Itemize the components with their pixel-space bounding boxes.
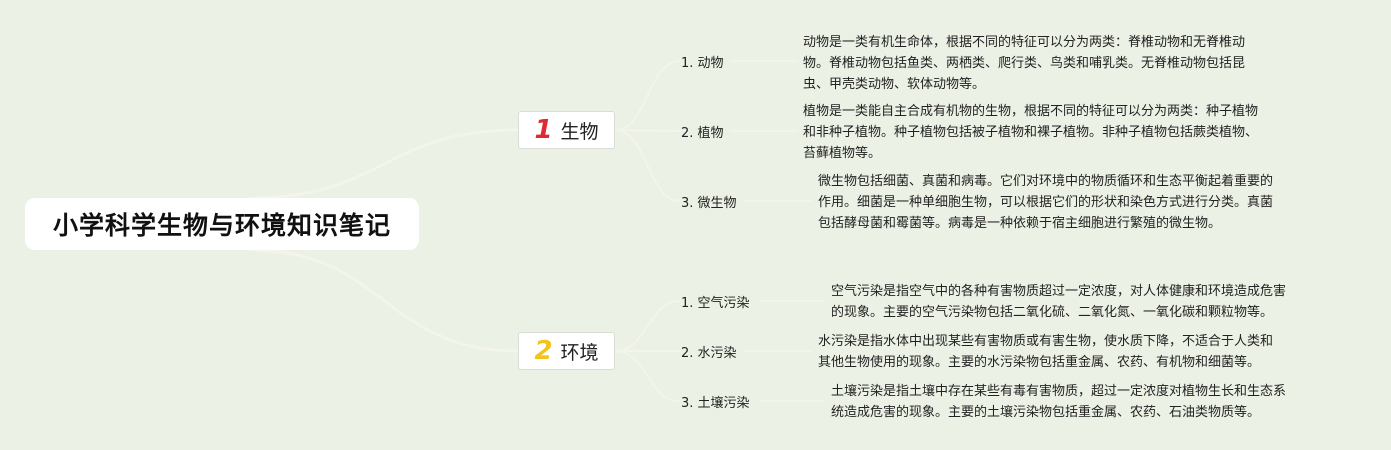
subtopic-air-pollution[interactable]: 1. 空气污染 bbox=[681, 296, 750, 311]
connector-branch-item bbox=[614, 129, 681, 202]
subtopic-soil-pollution[interactable]: 3. 土壤污染 bbox=[681, 396, 750, 411]
note-line: 包括酵母菌和霉菌等。病毒是一种依赖于宿主细胞进行繁殖的微生物。 bbox=[818, 216, 1222, 231]
note-line: 空气污染是指空气中的各种有害物质超过一定浓度，对人体健康和环境造成危害 bbox=[831, 284, 1287, 299]
connector-branch-item bbox=[614, 300, 681, 352]
branch-number: 2 bbox=[534, 336, 553, 366]
note-line: 物。脊椎动物包括鱼类、两栖类、爬行类、鸟类和哺乳类。无脊椎动物包括昆 bbox=[803, 56, 1246, 71]
branch-label: 环境 bbox=[560, 341, 599, 364]
note-line: 的现象。主要的空气污染物包括二氧化硫、二氧化氮、一氧化碳和颗粒物等。 bbox=[831, 305, 1274, 320]
branch-number: 1 bbox=[534, 115, 553, 145]
subtopic-animal[interactable]: 1. 动物 bbox=[681, 56, 724, 71]
branch-label: 生物 bbox=[560, 120, 599, 143]
note-line: 植物是一类能自主合成有机物的生物，根据不同的特征可以分为两类：种子植物 bbox=[803, 104, 1259, 119]
note-water-pollution: 水污染是指水体中出现某些有害物质或有害生物，使水质下降，不适合于人类和 其他生物… bbox=[818, 331, 1273, 373]
note-line: 和非种子植物。种子植物包括被子植物和裸子植物。非种子植物包括蕨类植物、 bbox=[803, 125, 1259, 140]
note-line: 动物是一类有机生命体，根据不同的特征可以分为两类：脊椎动物和无脊椎动 bbox=[803, 35, 1246, 50]
note-line: 作用。细菌是一种单细胞生物，可以根据它们的形状和染色方式进行分类。真菌 bbox=[818, 195, 1274, 210]
note-soil-pollution: 土壤污染是指土壤中存在某些有毒有害物质，超过一定浓度对植物生长和生态系 统造成危… bbox=[831, 381, 1286, 423]
note-line: 统造成危害的现象。主要的土壤污染物包括重金属、农药、石油类物质等。 bbox=[831, 405, 1261, 420]
branch-topic-biology[interactable]: 1 生物 bbox=[518, 111, 615, 149]
connector-branch-item bbox=[614, 60, 681, 131]
subtopic-plant[interactable]: 2. 植物 bbox=[681, 126, 724, 141]
note-microorganism: 微生物包括细菌、真菌和病毒。它们对环境中的物质循环和生态平衡起着重要的 作用。细… bbox=[818, 171, 1273, 234]
note-line: 苔藓植物等。 bbox=[803, 146, 882, 161]
connector-branch-item bbox=[614, 129, 681, 132]
root-topic[interactable]: 小学科学生物与环境知识笔记 bbox=[25, 198, 419, 250]
subtopic-microorganism[interactable]: 3. 微生物 bbox=[681, 196, 737, 211]
note-line: 其他生物使用的现象。主要的水污染物包括重金属、农药、有机物和细菌等。 bbox=[818, 355, 1261, 370]
connector-branch-item bbox=[614, 350, 681, 402]
note-line: 土壤污染是指土壤中存在某些有毒有害物质，超过一定浓度对植物生长和生态系 bbox=[831, 384, 1287, 399]
note-air-pollution: 空气污染是指空气中的各种有害物质超过一定浓度，对人体健康和环境造成危害 的现象。… bbox=[831, 281, 1286, 323]
branch-topic-environment[interactable]: 2 环境 bbox=[518, 332, 615, 370]
subtopic-water-pollution[interactable]: 2. 水污染 bbox=[681, 346, 737, 361]
note-line: 微生物包括细菌、真菌和病毒。它们对环境中的物质循环和生态平衡起着重要的 bbox=[818, 174, 1274, 189]
note-plant: 植物是一类能自主合成有机物的生物，根据不同的特征可以分为两类：种子植物 和非种子… bbox=[803, 101, 1258, 164]
note-animal: 动物是一类有机生命体，根据不同的特征可以分为两类：脊椎动物和无脊椎动 物。脊椎动… bbox=[803, 32, 1245, 95]
note-line: 虫、甲壳类动物、软体动物等。 bbox=[803, 77, 986, 92]
connector-root-branch bbox=[249, 248, 519, 353]
connector-root-branch bbox=[249, 128, 519, 200]
note-line: 水污染是指水体中出现某些有害物质或有害生物，使水质下降，不适合于人类和 bbox=[818, 334, 1274, 349]
